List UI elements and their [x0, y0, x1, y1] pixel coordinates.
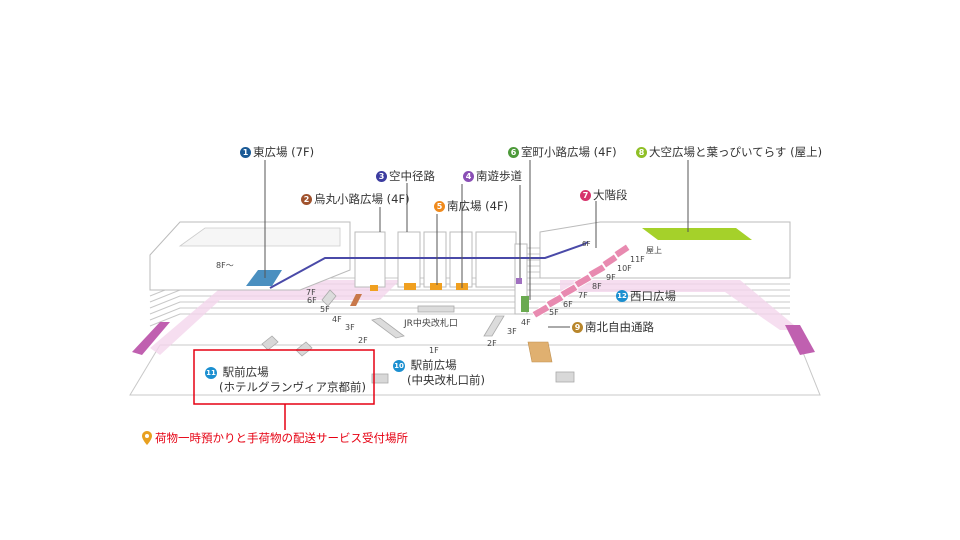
floor-label-right: 11F	[630, 255, 645, 264]
number-badge: 8	[636, 146, 647, 158]
floor-label-right: 8F	[592, 282, 602, 291]
floor-label-stair-6f: 6F	[582, 240, 591, 248]
ground-plate	[129, 344, 821, 396]
floor-label-right: 10F	[617, 264, 632, 273]
label-text: 東広場 (7F)	[253, 145, 315, 159]
floor-label-right: 6F	[563, 300, 573, 309]
free-passage-stairs	[527, 341, 553, 363]
label-text: 南北自由通路	[585, 320, 654, 334]
label-text: 大空広場と葉っぴいてらす (屋上)	[649, 145, 823, 159]
location-pin-icon	[142, 431, 152, 445]
floor-label-left: 4F	[332, 315, 342, 324]
label-text: 駅前広場	[410, 358, 457, 372]
floor-label-1f: 1F	[429, 346, 439, 355]
number-badge: 11	[205, 367, 217, 379]
label-line1: 11 駅前広場	[205, 365, 366, 380]
label-line1: 10 駅前広場	[393, 358, 485, 373]
number-badge: 6	[508, 146, 519, 158]
grand-stairs	[531, 243, 631, 319]
label-muromachi-plaza[interactable]: 6 室町小路広場 (4F)	[508, 145, 617, 159]
floor-label-right: 5F	[549, 308, 559, 317]
central-gate-label: JR中央改札口	[404, 319, 458, 329]
floor-label-left: 2F	[358, 336, 368, 345]
east-wing-inner	[178, 227, 341, 247]
central-towers	[354, 231, 528, 315]
floor-label-center-4f: 4F	[521, 318, 531, 327]
floor-label-roof: 屋上	[646, 246, 662, 255]
highlight-box	[193, 349, 375, 405]
floor-label-left: 5F	[320, 305, 330, 314]
label-text: 西口広場	[630, 289, 676, 303]
number-badge: 2	[301, 193, 312, 205]
magenta-stair-right	[785, 325, 815, 355]
central-gate	[321, 289, 505, 339]
label-central-gate-plaza[interactable]: 10 駅前広場 (中央改札口前)	[393, 358, 485, 388]
label-skyway[interactable]: 3 空中径路	[376, 169, 435, 183]
label-line2: (ホテルグランヴィア京都前)	[219, 380, 366, 394]
number-badge: 5	[434, 200, 445, 212]
floor-label-center-3f: 3F	[507, 327, 517, 336]
label-sky-garden[interactable]: 8 大空広場と葉っぴいてらす (屋上)	[636, 145, 822, 159]
label-text: 烏丸小路広場 (4F)	[314, 192, 410, 206]
number-badge: 10	[393, 360, 405, 372]
south-walk-marker	[516, 278, 522, 284]
label-text: 南遊歩道	[476, 169, 522, 183]
muromachi-marker	[521, 296, 529, 312]
floor-label-left: 7F	[306, 288, 316, 297]
sky-garden-roof	[642, 228, 752, 240]
service-note-text: 荷物一時預かりと手荷物の配送サービス受付場所	[155, 431, 408, 445]
label-text: 室町小路広場 (4F)	[521, 145, 617, 159]
number-badge: 9	[572, 321, 583, 333]
label-granvia-plaza[interactable]: 11 駅前広場 (ホテルグランヴィア京都前)	[205, 365, 366, 395]
label-east-plaza[interactable]: 1 東広場 (7F)	[240, 145, 314, 159]
floor-label-right: 7F	[578, 291, 588, 300]
floor-label-center-2f: 2F	[487, 339, 497, 348]
number-badge: 1	[240, 146, 251, 158]
label-text: 大階段	[593, 188, 628, 202]
label-karasuma-plaza[interactable]: 2 烏丸小路広場 (4F)	[301, 192, 410, 206]
floor-label-right: 9F	[606, 273, 616, 282]
service-location-note[interactable]: 荷物一時預かりと手荷物の配送サービス受付場所	[142, 430, 408, 446]
magenta-stair-left	[132, 322, 170, 355]
label-grand-stairs[interactable]: 7 大階段	[580, 188, 628, 202]
karasuma-marker	[350, 294, 362, 306]
pink-walkway-left	[150, 280, 400, 355]
number-badge: 7	[580, 189, 591, 201]
number-badge: 3	[376, 170, 387, 182]
floor-label-left: 6F	[307, 296, 317, 305]
number-badge: 4	[463, 170, 474, 182]
number-badge: 12	[616, 290, 628, 302]
leader-lines	[264, 160, 689, 328]
label-text: 空中径路	[389, 169, 435, 183]
pink-walkway-right	[560, 280, 800, 330]
floor-label-8f: 8F〜	[216, 261, 234, 270]
label-west-plaza[interactable]: 12 西口広場	[616, 289, 676, 303]
floor-label-left: 3F	[345, 323, 355, 332]
ground-objects	[261, 335, 575, 384]
label-text: 南広場 (4F)	[447, 199, 509, 213]
label-south-walk[interactable]: 4 南遊歩道	[463, 169, 522, 183]
label-text: 駅前広場	[222, 365, 269, 379]
label-south-plaza[interactable]: 5 南広場 (4F)	[434, 199, 508, 213]
east-plaza-marker	[246, 270, 282, 286]
label-free-passage[interactable]: 9 南北自由通路	[572, 320, 654, 334]
label-line2: (中央改札口前)	[407, 373, 485, 387]
